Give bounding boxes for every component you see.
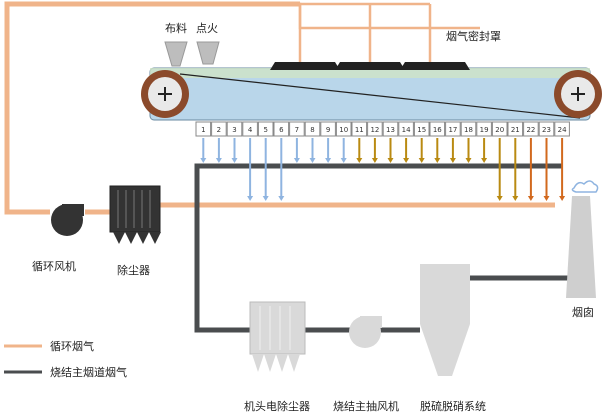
wind-box-number: 4 [248,126,253,134]
wind-box [382,121,399,137]
wind-box [476,121,492,137]
flow-arrow-head [387,158,394,163]
legend: 循环烟气 烧结主烟道烟气 [4,339,127,379]
flow-arrow-head [262,196,269,201]
wind-box-number: 13 [386,126,395,134]
wind-box-number: 18 [464,126,473,134]
wind-box [445,121,461,137]
dust-label: 除尘器 [117,263,150,277]
desulf-denitration-system [420,264,470,376]
flow-arrow-head [247,196,254,201]
wind-box-number: 23 [542,126,551,134]
wind-box-number: 1 [201,126,205,134]
wind-box [335,121,352,137]
wind-box-number: 20 [495,126,504,134]
wind-box-arrows [200,138,566,201]
flow-arrow-head [340,158,347,163]
flow-arrow-head [293,158,300,163]
wind-box [242,121,258,137]
recirc-pipes [4,1,555,215]
wind-box [367,121,383,137]
wind-box [257,121,274,137]
ignite-label: 点火 [196,22,218,35]
wind-box-number: 7 [295,126,299,134]
wind-box-number: 24 [558,126,567,134]
esp-label: 机头电除尘器 [244,399,310,413]
wind-box [398,121,414,137]
wind-box [554,121,570,137]
flow-arrow-head [231,158,238,163]
flue-gas-hoods [270,62,470,70]
wind-box [211,121,227,137]
wind-box-number: 12 [370,126,379,134]
wind-box [289,121,305,137]
flow-arrow-head [371,158,378,163]
flow-arrow-head [543,196,550,201]
wind-box [460,121,477,137]
feed-label: 布料 [165,21,187,35]
wind-box-number: 17 [448,126,457,134]
wind-box-number: 22 [526,126,535,134]
flow-arrow-head [434,158,441,163]
flow-arrow-head [325,158,332,163]
head-esp [249,301,306,372]
wind-box-number: 16 [433,126,442,134]
wind-box-number: 10 [339,126,348,134]
wind-box-number: 9 [326,126,330,134]
flow-arrow-head [418,158,425,163]
wind-box [226,121,243,137]
sintering-belt [141,67,602,121]
wind-box-number: 11 [355,126,364,134]
wind-box [351,121,368,137]
wind-box-number: 5 [263,126,267,134]
wind-box-number: 3 [232,126,236,134]
dust-collector [109,185,161,244]
wind-box-number: 15 [417,126,426,134]
flow-arrow-head [356,158,363,163]
flow-arrow-head [527,196,534,201]
wind-box [413,121,430,137]
wind-box-number: 19 [480,126,489,134]
hood-label: 烟气密封罩 [446,29,501,43]
chimney [566,180,599,298]
chimney-label: 烟囱 [572,305,594,319]
flow-arrow-head [449,158,456,163]
fan-label: 循环风机 [32,259,76,273]
flow-arrow-head [403,158,410,163]
wind-box-number: 8 [310,126,314,134]
flow-arrow-head [200,158,207,163]
main-exhaust-fan [349,316,382,348]
wind-box-number: 2 [217,126,221,134]
flow-arrow-head [465,158,472,163]
wind-box [195,121,212,137]
flow-arrow-head [309,158,316,163]
circulating-fan [51,204,84,236]
wind-box [304,121,321,137]
legend-label-main: 烧结主烟道烟气 [50,365,127,379]
main-fan-label: 烧结主抽风机 [333,399,399,413]
wind-box-number: 14 [402,126,411,134]
wind-box [507,121,524,137]
flow-arrow-head [278,196,285,201]
ignition-furnace [196,41,220,65]
flow-arrow-head [481,158,488,163]
wind-box [523,121,539,137]
legend-label-recirc: 循环烟气 [50,339,94,353]
wind-box [320,121,336,137]
flow-arrow-head [512,196,519,201]
flow-arrow-head [215,158,222,163]
wind-box [429,121,446,137]
flow-arrow-head [496,196,503,201]
wind-box-number: 21 [511,126,520,134]
feed-hopper [164,41,188,67]
wind-box [273,121,290,137]
flow-arrow-head [559,196,566,201]
wind-box-number: 6 [279,126,284,134]
wind-box [491,121,508,137]
wind-box [538,121,555,137]
desulf-label: 脱硫脱硝系统 [420,399,486,413]
